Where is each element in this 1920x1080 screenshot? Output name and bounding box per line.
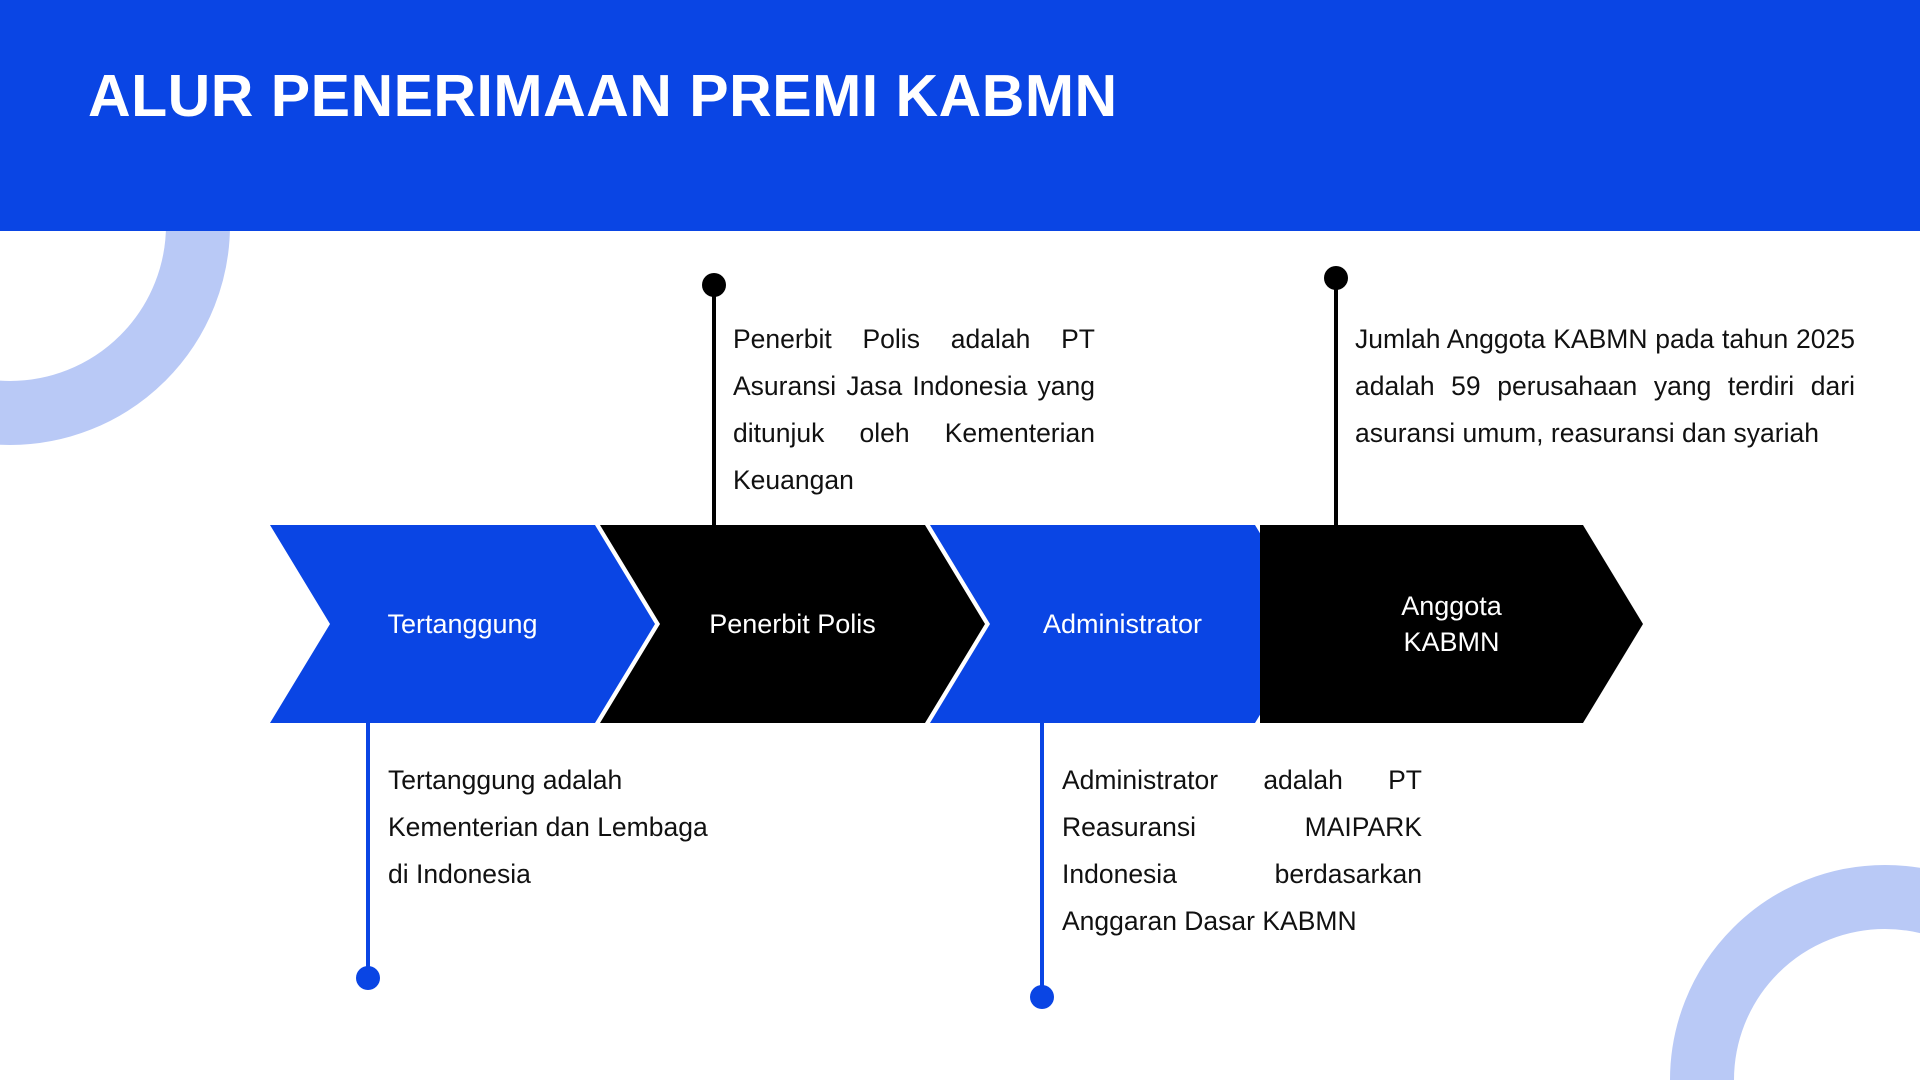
flow-step-label: Penerbit Polis: [709, 608, 876, 639]
flow-step-label-multiline: Anggota KABMN: [1391, 588, 1512, 661]
connector-line: [366, 715, 370, 978]
flow-step-anggota-kabmn[interactable]: Anggota KABMN: [1260, 525, 1643, 723]
flow-step-tertanggung[interactable]: Tertanggung: [270, 525, 655, 723]
decorative-ring-bottom-right: [1670, 865, 1920, 1080]
connector-dot: [1030, 985, 1054, 1009]
flow-step-label: Administrator: [1042, 608, 1203, 639]
connector-line: [712, 285, 716, 543]
description-administrator: Administrator adalah PT Reasuransi MAIPA…: [1062, 765, 1422, 936]
header-banner: ALUR PENERIMAAN PREMI KABMN: [0, 0, 1920, 231]
flow-step-administrator[interactable]: Administrator: [930, 525, 1315, 723]
connector-line: [1334, 278, 1338, 544]
flow-step-penerbit-polis[interactable]: Penerbit Polis: [600, 525, 985, 723]
connector-line: [1040, 715, 1044, 997]
description-tertanggung: Tertanggung adalah Kementerian dan Lemba…: [388, 765, 708, 889]
connector-dot: [356, 966, 380, 990]
page-title: ALUR PENERIMAAN PREMI KABMN: [88, 63, 1118, 129]
flow-step-label-line2: KABMN: [1403, 627, 1500, 657]
description-penerbit-polis: Penerbit Polis adalah PT Asuransi Jasa I…: [733, 324, 1095, 495]
description-anggota-kabmn: Jumlah Anggota KABMN pada tahun 2025 ada…: [1355, 324, 1855, 448]
flow-step-label: Tertanggung: [387, 608, 538, 639]
flow-step-label-line1: Anggota: [1401, 590, 1502, 621]
header-banner-background: [0, 0, 1920, 231]
